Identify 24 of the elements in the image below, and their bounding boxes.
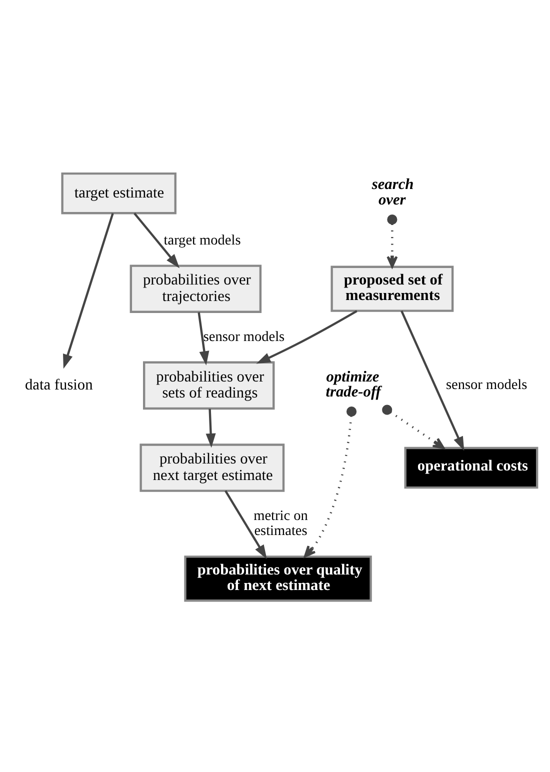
arrow (224, 490, 267, 560)
node-box: probabilities over quality of next estimate (184, 556, 372, 602)
edge-label: target models (164, 232, 241, 248)
node-text: search over (372, 176, 414, 209)
node-box: probabilities over trajectories (130, 264, 262, 313)
node-box: operational costs (404, 446, 538, 489)
arrow (400, 310, 464, 451)
arrow (198, 312, 210, 366)
edge-label: sensor models (446, 377, 528, 394)
arrow (256, 310, 358, 364)
arrow (382, 404, 445, 450)
node-box: target estimate (61, 172, 176, 214)
arrow (63, 213, 114, 369)
arrow (386, 214, 398, 268)
node-box: probabilities over sets of readings (143, 361, 275, 410)
arrow (206, 408, 216, 448)
node-box: probabilities over next target estimate (140, 444, 285, 492)
edge-label: metric on estimates (254, 508, 308, 540)
node-text: data fusion (24, 376, 93, 394)
node-box: proposed set of measurements (330, 266, 454, 312)
arrow (134, 212, 180, 268)
edge-label: sensor models (203, 328, 285, 345)
node-text: optimize trade-off (326, 368, 381, 401)
arrow (304, 406, 357, 558)
